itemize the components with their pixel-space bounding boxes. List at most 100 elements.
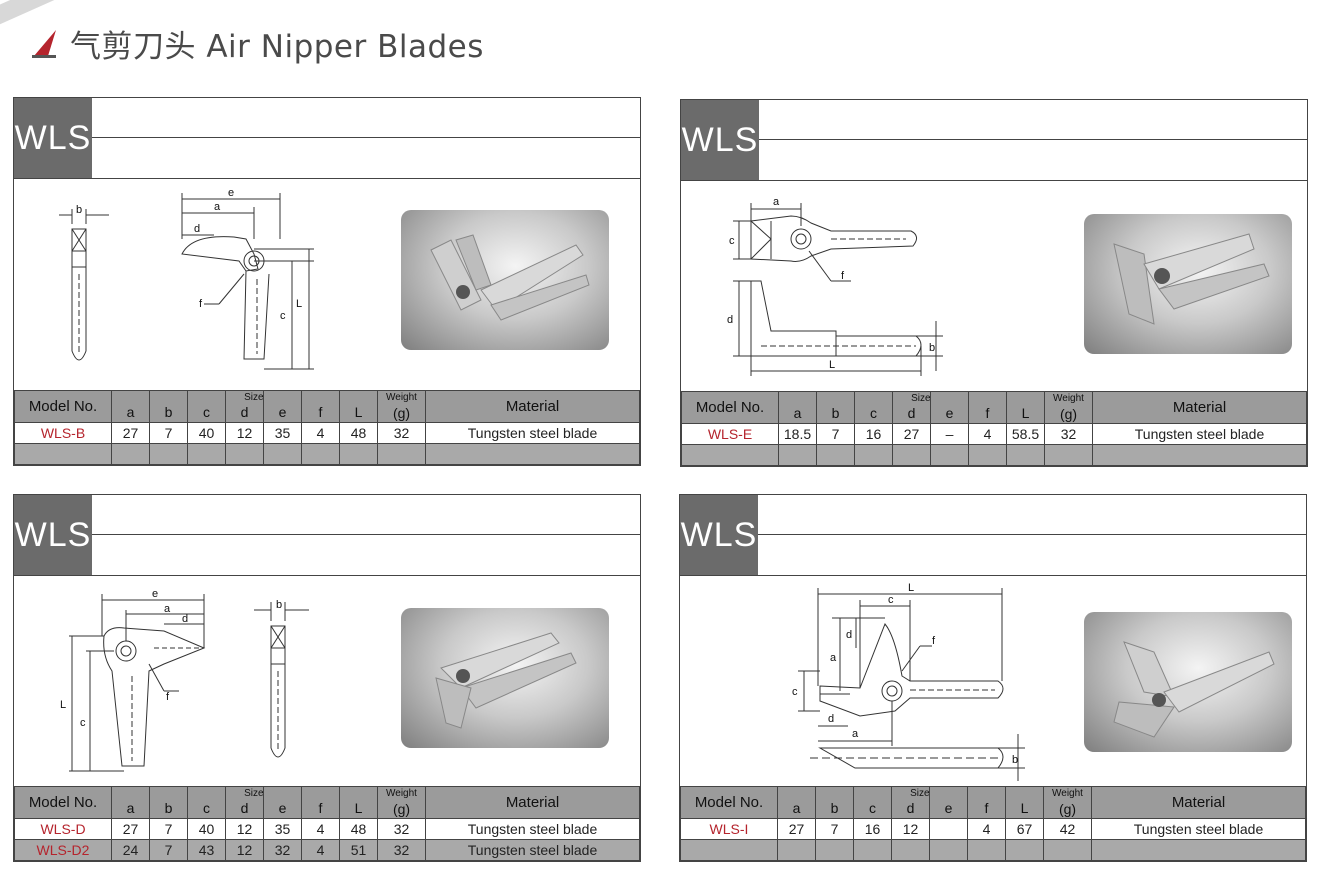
cell-d: 12 xyxy=(225,839,264,861)
col-header-weight: Weight(g) xyxy=(377,786,426,819)
cell-b: 7 xyxy=(816,423,855,445)
product-photo xyxy=(1084,612,1292,752)
dim-label-a: a xyxy=(214,201,221,213)
cell-model: WLS-D2 xyxy=(14,839,112,861)
cell-f: 4 xyxy=(301,422,340,444)
col-header-b: b xyxy=(149,390,188,423)
technical-drawing: b e a d f c L xyxy=(14,179,640,393)
cell-model: WLS-E xyxy=(681,423,779,445)
dim-label-L: L xyxy=(60,699,66,711)
cell-model: WLS-D xyxy=(14,818,112,840)
cell-d: 27 xyxy=(892,423,931,445)
dim-label-a: a xyxy=(830,652,837,664)
series-label: WLS xyxy=(14,98,92,178)
table-row: WLS-D 27 7 40 12 35 4 48 32 Tungsten ste… xyxy=(14,818,640,840)
cell-L: 58.5 xyxy=(1006,423,1045,445)
cell-weight: 32 xyxy=(377,422,426,444)
col-header-c: c xyxy=(187,786,226,819)
col-header-b: b xyxy=(815,786,854,819)
col-header-a: a xyxy=(111,786,150,819)
col-header-L: L xyxy=(1006,391,1045,424)
dim-label-L: L xyxy=(296,298,302,310)
col-header-model: Model No. xyxy=(14,390,112,423)
cell-a: 27 xyxy=(777,818,816,840)
header-divider xyxy=(92,137,640,138)
cell-e xyxy=(929,818,968,840)
blade-dimension-drawing: a c f d L b xyxy=(727,196,943,376)
col-header-weight: Weight(g) xyxy=(1043,786,1092,819)
col-header-weight: Weight(g) xyxy=(1044,391,1093,424)
cell-a: 27 xyxy=(111,818,150,840)
cell-f: 4 xyxy=(301,818,340,840)
blade-photo-illustration xyxy=(1113,641,1275,738)
cell-d: 12 xyxy=(891,818,930,840)
header-bottom-border xyxy=(681,180,1307,181)
red-slash-icon xyxy=(32,30,56,58)
cell-L: 48 xyxy=(339,818,378,840)
col-header-e: e xyxy=(263,786,302,819)
cell-b: 7 xyxy=(149,818,188,840)
cell-material: Tungsten steel blade xyxy=(425,818,640,840)
col-header-c: c xyxy=(187,390,226,423)
col-header-L: L xyxy=(1005,786,1044,819)
dim-label-b: b xyxy=(929,342,935,354)
series-label: WLS xyxy=(680,495,758,575)
table-row-empty xyxy=(14,443,640,465)
series-label: WLS xyxy=(681,100,759,180)
page-title: 气剪刀头 Air Nipper Blades xyxy=(70,28,484,65)
cell-e: 35 xyxy=(263,422,302,444)
cell-material: Tungsten steel blade xyxy=(425,422,640,444)
col-header-material: Material xyxy=(1092,391,1307,424)
col-header-e: e xyxy=(929,786,968,819)
blade-dimension-drawing: b e a d f c L xyxy=(59,187,314,370)
cell-L: 51 xyxy=(339,839,378,861)
cell-d: 12 xyxy=(225,422,264,444)
col-header-d: Size(mm)d xyxy=(225,390,264,423)
dim-label-L: L xyxy=(908,582,914,594)
table-row-empty xyxy=(680,839,1306,861)
header-bottom-border xyxy=(14,178,640,179)
dim-label-a: a xyxy=(164,603,171,615)
col-header-material: Material xyxy=(1091,786,1306,819)
dim-label-L: L xyxy=(829,359,835,371)
size-group-label: Size(mm) xyxy=(244,392,264,403)
dim-label-c: c xyxy=(80,717,86,729)
dim-label-d: d xyxy=(194,223,200,235)
blade-photo-illustration xyxy=(1113,233,1270,325)
dim-label-e: e xyxy=(228,187,234,199)
col-header-a: a xyxy=(777,786,816,819)
dim-label-b: b xyxy=(1012,754,1018,766)
col-header-material: Material xyxy=(425,786,640,819)
col-header-f: f xyxy=(301,390,340,423)
dim-label-f: f xyxy=(199,298,203,310)
cell-material: Tungsten steel blade xyxy=(1092,423,1307,445)
col-header-d: Size(mm)d xyxy=(225,786,264,819)
dim-label-b: b xyxy=(276,599,282,611)
dim-label-c: c xyxy=(888,594,894,606)
cell-c: 40 xyxy=(187,818,226,840)
dim-label-b: b xyxy=(76,204,82,216)
cell-model: WLS-B xyxy=(14,422,112,444)
cell-f: 4 xyxy=(968,423,1007,445)
dim-label-c-side: c xyxy=(792,686,798,698)
header-divider xyxy=(758,534,1306,535)
col-header-f: f xyxy=(968,391,1007,424)
product-card-wls-b: WLS b e a d f c xyxy=(13,97,641,466)
col-header-d: Size(mm)d xyxy=(891,786,930,819)
header-bottom-border xyxy=(14,575,640,576)
cell-c: 40 xyxy=(187,422,226,444)
dim-label-f: f xyxy=(166,691,170,703)
dim-label-d-bottom: d xyxy=(828,713,834,725)
cell-material: Tungsten steel blade xyxy=(1091,818,1306,840)
technical-drawing: e a d f L c b xyxy=(14,576,640,790)
product-card-wls-i: WLS L c a d f c d a xyxy=(679,494,1307,862)
dim-label-d: d xyxy=(182,613,188,625)
table-row: WLS-D2 24 7 43 12 32 4 51 32 Tungsten st… xyxy=(14,839,640,861)
cell-c: 43 xyxy=(187,839,226,861)
col-header-c: c xyxy=(853,786,892,819)
col-header-e: e xyxy=(263,390,302,423)
table-row: WLS-I 27 7 16 12 4 67 42 Tungsten steel … xyxy=(680,818,1306,840)
col-header-c: c xyxy=(854,391,893,424)
size-group-label: Size(mm) xyxy=(911,393,931,404)
series-label: WLS xyxy=(14,495,92,575)
